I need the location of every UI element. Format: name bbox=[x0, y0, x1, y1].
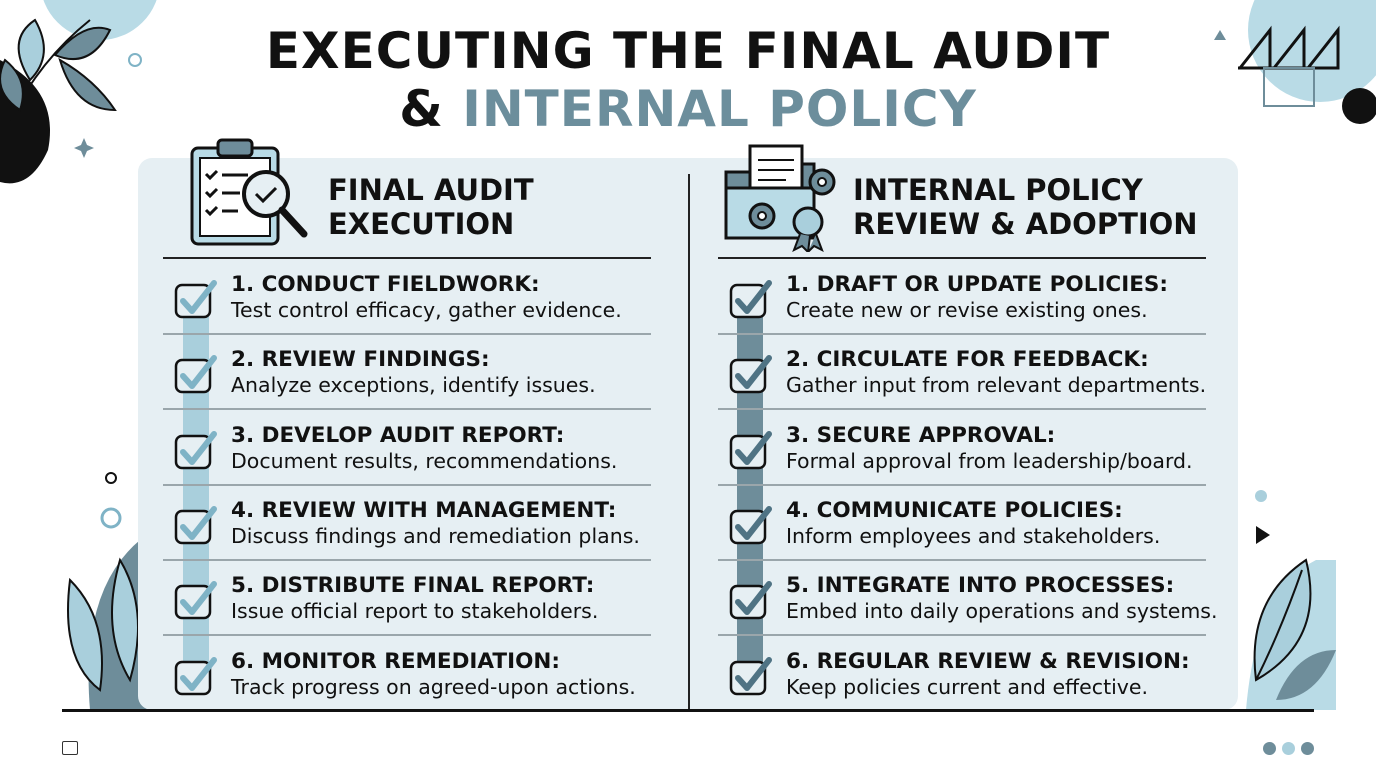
right-heading: INTERNAL POLICY REVIEW & ADOPTION bbox=[853, 173, 1198, 241]
decor-top-right bbox=[1214, 0, 1376, 124]
left-separator bbox=[163, 333, 651, 335]
leaf-branch-icon bbox=[0, 18, 117, 121]
item-description: Track progress on agreed-upon actions. bbox=[231, 675, 636, 699]
item-title: 3. DEVELOP AUDIT REPORT: bbox=[231, 423, 565, 448]
checkbox-checked-icon bbox=[729, 581, 772, 620]
right-separator bbox=[718, 408, 1206, 410]
item-description: Create new or revise existing ones. bbox=[786, 298, 1148, 322]
item-title: 6. MONITOR REMEDIATION: bbox=[231, 649, 560, 674]
right-separator bbox=[718, 559, 1206, 561]
item-description: Formal approval from leadership/board. bbox=[786, 449, 1193, 473]
pagination-dot-1[interactable] bbox=[1263, 742, 1276, 755]
page-title: EXECUTING THE FINAL AUDIT & INTERNAL POL… bbox=[0, 22, 1376, 138]
item-title: 1. DRAFT OR UPDATE POLICIES: bbox=[786, 272, 1168, 297]
item-description: Discuss findings and remediation plans. bbox=[231, 524, 640, 548]
item-title: 5. INTEGRATE INTO PROCESSES: bbox=[786, 573, 1175, 598]
right-separator bbox=[718, 484, 1206, 486]
title-line2-prefix: & bbox=[399, 80, 463, 138]
checkbox-checked-icon bbox=[729, 355, 772, 394]
left-heading: FINAL AUDIT EXECUTION bbox=[328, 173, 534, 241]
left-separator bbox=[163, 484, 651, 486]
item-description: Analyze exceptions, identify issues. bbox=[231, 373, 596, 397]
left-separator bbox=[163, 408, 651, 410]
item-description: Embed into daily operations and systems. bbox=[786, 599, 1218, 623]
slide-logo-icon bbox=[62, 741, 78, 755]
decor-bottom-left bbox=[67, 472, 150, 710]
right-heading-rule bbox=[718, 257, 1206, 259]
checkbox-checked-icon bbox=[729, 506, 772, 545]
right-separator bbox=[718, 634, 1206, 636]
left-heading-line1: FINAL AUDIT bbox=[328, 173, 534, 207]
clipboard-magnifier-icon bbox=[190, 138, 308, 246]
checkbox-checked-icon bbox=[174, 581, 217, 620]
checkbox-checked-icon bbox=[174, 280, 217, 319]
decor-top-left bbox=[0, 0, 157, 184]
checkbox-checked-icon bbox=[174, 506, 217, 545]
checkbox-checked-icon bbox=[174, 431, 217, 470]
item-description: Issue official report to stakeholders. bbox=[231, 599, 599, 623]
item-title: 2. CIRCULATE FOR FEEDBACK: bbox=[786, 347, 1149, 372]
right-separator bbox=[718, 333, 1206, 335]
left-separator bbox=[163, 634, 651, 636]
right-heading-line1: INTERNAL POLICY bbox=[853, 173, 1143, 207]
checkbox-checked-icon bbox=[174, 355, 217, 394]
item-description: Gather input from relevant departments. bbox=[786, 373, 1207, 397]
item-description: Test control efficacy, gather evidence. bbox=[231, 298, 622, 322]
title-line1: EXECUTING THE FINAL AUDIT bbox=[265, 22, 1111, 80]
left-separator bbox=[163, 559, 651, 561]
item-description: Inform employees and stakeholders. bbox=[786, 524, 1161, 548]
left-heading-rule bbox=[163, 257, 651, 259]
item-title: 1. CONDUCT FIELDWORK: bbox=[231, 272, 540, 297]
folder-gears-badge-icon bbox=[724, 144, 836, 252]
item-title: 4. COMMUNICATE POLICIES: bbox=[786, 498, 1123, 523]
item-description: Keep policies current and effective. bbox=[786, 675, 1149, 699]
title-line2-accent: INTERNAL POLICY bbox=[462, 80, 977, 138]
title-line2: & INTERNAL POLICY bbox=[0, 80, 1376, 138]
column-divider bbox=[688, 174, 690, 710]
item-title: 4. REVIEW WITH MANAGEMENT: bbox=[231, 498, 617, 523]
item-title: 2. REVIEW FINDINGS: bbox=[231, 347, 490, 372]
right-heading-line2: REVIEW & ADOPTION bbox=[853, 207, 1198, 241]
item-description: Document results, recommendations. bbox=[231, 449, 618, 473]
item-title: 3. SECURE APPROVAL: bbox=[786, 423, 1056, 448]
decor-bottom-right bbox=[1246, 490, 1336, 710]
pagination-dot-3[interactable] bbox=[1301, 742, 1314, 755]
checkbox-checked-icon bbox=[729, 280, 772, 319]
checkbox-checked-icon bbox=[729, 431, 772, 470]
item-title: 6. REGULAR REVIEW & REVISION: bbox=[786, 649, 1190, 674]
pagination-dot-2[interactable] bbox=[1282, 742, 1295, 755]
checkbox-checked-icon bbox=[174, 657, 217, 696]
left-heading-line2: EXECUTION bbox=[328, 207, 515, 241]
checkbox-checked-icon bbox=[729, 657, 772, 696]
panel-baseline bbox=[62, 709, 1314, 712]
item-title: 5. DISTRIBUTE FINAL REPORT: bbox=[231, 573, 595, 598]
